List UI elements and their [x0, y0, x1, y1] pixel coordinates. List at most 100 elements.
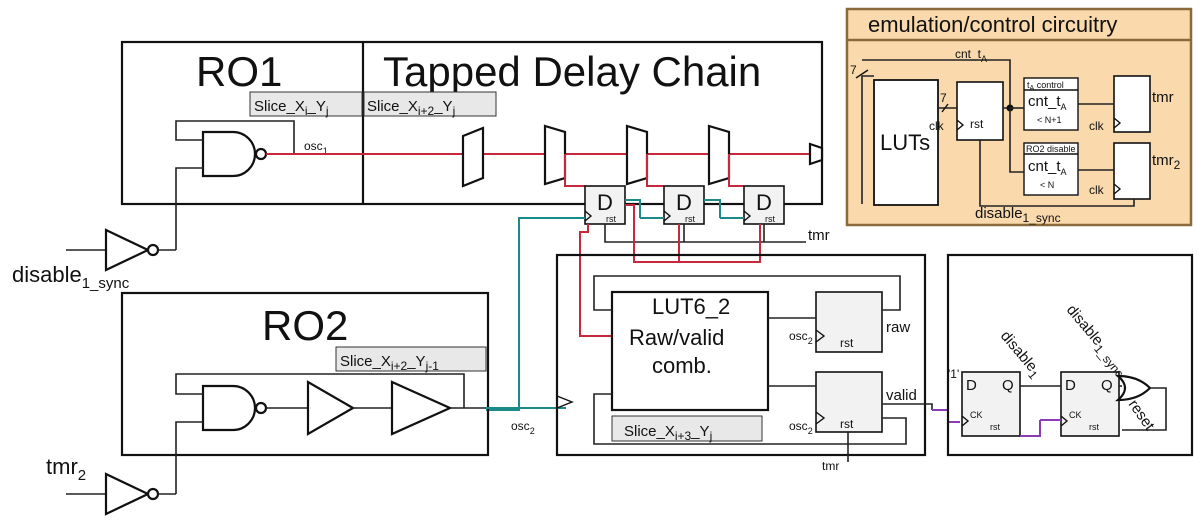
tdc-title: Tapped Delay Chain: [383, 48, 761, 95]
osc2-clock-wire: [486, 217, 585, 411]
tdc-ff-3: D rst: [743, 185, 785, 225]
emu-title: emulation/control circuitry: [868, 12, 1117, 37]
tap-wire-2: [646, 154, 664, 187]
svg-text:rst: rst: [606, 214, 616, 224]
emu-bus-width: 7: [940, 91, 947, 105]
svg-text:rst: rst: [685, 214, 695, 224]
tap-wire-3: [728, 154, 744, 187]
lut-block-frame: [555, 253, 927, 457]
tdc-carry-3: [625, 124, 649, 186]
tdc-to-lut-wire: [579, 224, 612, 337]
tmr2-input-label: tmr2: [46, 454, 86, 484]
lut-title: LUT6_2: [652, 294, 730, 319]
ro2-osc-label: osc2: [511, 419, 535, 436]
emu-counter-clk: clk: [929, 119, 945, 133]
valid-label: valid: [886, 387, 917, 404]
ro2-enable-wire: [175, 421, 203, 494]
emu-ta-control-cond: < N+1: [1037, 115, 1062, 125]
disable-input-label: disable1_sync: [12, 262, 130, 292]
tdc-carry-4: [707, 124, 731, 186]
tdc-tmr-label: tmr: [808, 227, 830, 244]
lut-slice-box: [611, 415, 763, 442]
ro2-buffer-2: [390, 380, 453, 436]
ro2-slice-label: Slice_Xi+2_Yj-1: [340, 353, 439, 373]
lut-line2: comb.: [652, 353, 712, 378]
tdc-slice-box: [363, 91, 497, 117]
svg-text:CK: CK: [1069, 410, 1082, 420]
ro1-slice-label: Slice_Xi_Yj: [254, 98, 329, 118]
emu-ro2-disable-cond: < N: [1040, 180, 1054, 190]
tdc-slice-label: Slice_Xi+2_Yj: [367, 98, 455, 118]
emu-counter-reg: [956, 81, 1004, 141]
raw-ff: rst osc2: [789, 291, 883, 353]
svg-text:Q: Q: [1101, 377, 1113, 394]
emu-bus-width-in: 7: [850, 63, 857, 77]
svg-text:rst: rst: [1089, 422, 1099, 432]
ro2-buffer-1: [306, 380, 356, 436]
lut-tmr-label: tmr: [822, 459, 839, 473]
ro2-frame: [120, 291, 490, 457]
ro1-slice-box: [249, 91, 363, 117]
const-one-label: '1': [948, 367, 959, 381]
lut-slice-label: Slice_Xi+3_Yj: [624, 423, 712, 443]
emu-ro2-disable-box: [1023, 142, 1079, 196]
emu-tmr2-label: tmr2: [1152, 152, 1181, 172]
emu-ta-control-title: tA control: [1027, 80, 1064, 92]
emu-cnt-feedback-label: cnt_tA: [955, 47, 987, 64]
ro1-nand-gate: [201, 130, 257, 178]
valid-to-disable-wire: [932, 409, 960, 423]
tdc-carry-out: [808, 142, 824, 166]
disable-sync-label: disable1_sync: [1061, 302, 1131, 380]
tdc-carry-1: [461, 126, 485, 188]
svg-text:osc2: osc2: [789, 329, 813, 346]
lut6-2-box: [610, 290, 770, 412]
svg-text:rst: rst: [840, 417, 854, 431]
svg-text:osc2: osc2: [789, 419, 813, 436]
disable-ff-2: D Q CK rst: [1060, 371, 1120, 437]
svg-text:D: D: [1065, 377, 1076, 394]
svg-text:D: D: [597, 190, 613, 215]
emu-tmr2-reg: [1113, 142, 1151, 200]
svg-text:D: D: [966, 377, 977, 394]
disable-ff-1: D Q CK rst: [961, 371, 1021, 437]
tdc-out-wire: [625, 204, 761, 263]
emu-tmr-clk: clk: [1089, 119, 1105, 133]
svg-text:Q: Q: [1002, 377, 1014, 394]
ro1-nand-bubble: [254, 147, 268, 161]
emu-ta-control-cnt: cnt_tA: [1028, 93, 1067, 112]
valid-ff: rst osc2: [789, 371, 883, 436]
raw-label: raw: [886, 319, 910, 336]
ro2-title: RO2: [262, 302, 348, 349]
ro2-nand-gate: [201, 384, 257, 432]
ro1-feedback-wire: [175, 120, 295, 154]
emu-ro2-disable-cnt: cnt_tA: [1028, 158, 1067, 177]
lut-line1: Raw/valid: [629, 325, 724, 350]
tdc-tmr-wire: [604, 224, 806, 243]
svg-text:rst: rst: [840, 336, 854, 350]
tmr2-inverter: [104, 472, 151, 516]
ro1-enable-wire: [175, 167, 203, 250]
emu-disable-label: disable1_sync: [975, 205, 1061, 225]
emu-counter-rst: rst: [970, 117, 984, 131]
disable-inverter: [104, 228, 151, 272]
tdc-ff-2: D rst: [663, 185, 705, 225]
tdc-carry-2: [543, 124, 567, 186]
ro1-title: RO1: [196, 48, 282, 95]
svg-text:CK: CK: [970, 410, 983, 420]
emu-luts-box: [873, 79, 939, 206]
emu-luts-label: LUTs: [880, 130, 930, 155]
reset-label: reset: [1125, 397, 1159, 435]
emu-ta-control-box: [1023, 77, 1079, 131]
tap-wire-1: [564, 154, 585, 187]
ro1-tdc-frame: [120, 40, 824, 206]
emu-tmr2-clk: clk: [1089, 183, 1105, 197]
disable-block-frame: [946, 253, 1194, 457]
emu-ro2-disable-title: RO2 disable: [1026, 144, 1076, 154]
svg-text:D: D: [756, 190, 772, 215]
ro2-slice-box: [335, 346, 487, 372]
ro2-feedback-wire: [175, 373, 465, 408]
tdc-ff-1: D rst: [584, 185, 626, 225]
svg-text:D: D: [676, 190, 692, 215]
emu-tmr-reg: [1113, 75, 1151, 133]
